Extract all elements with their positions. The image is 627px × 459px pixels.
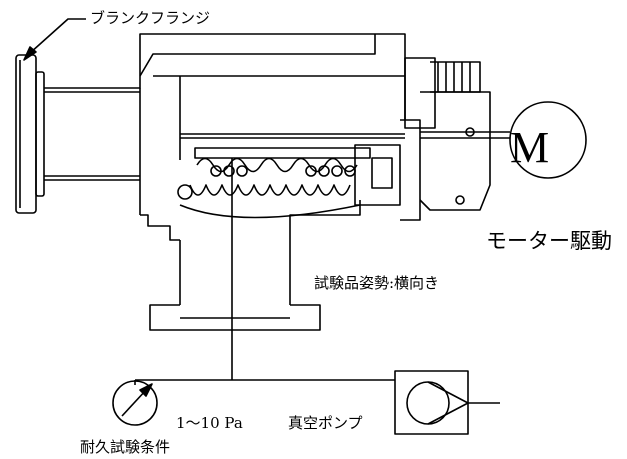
flange-leader — [23, 18, 86, 61]
vertical-port — [149, 240, 321, 331]
motor-circle — [509, 101, 587, 179]
endurance-conditions-label: 耐久試験条件 — [80, 438, 171, 456]
test-posture-label: 試験品姿勢:横向き — [314, 274, 440, 292]
bellows — [177, 147, 371, 330]
blank-flange-label: ブランクフランジ — [90, 9, 211, 27]
motor-drive-label: モーター駆動 — [486, 229, 612, 253]
motor-symbol: M — [510, 123, 550, 172]
vacuum-pump-icon — [394, 370, 469, 435]
vacuum-pump-label: 真空ポンプ — [288, 414, 363, 432]
actuator — [354, 57, 510, 221]
piping — [134, 330, 500, 404]
valve-body — [44, 33, 406, 241]
pressure-range-label: 1〜10 Pa — [176, 414, 243, 432]
gauge-icon — [112, 380, 158, 426]
blank-flange — [15, 54, 45, 214]
